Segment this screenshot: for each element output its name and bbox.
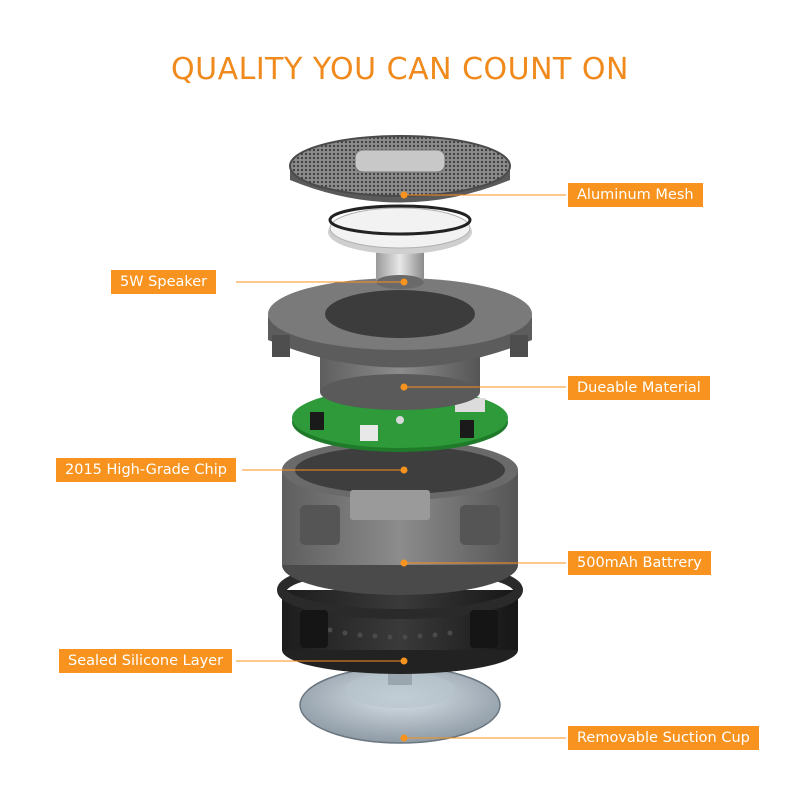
page-title: QUALITY YOU CAN COUNT ON — [171, 52, 629, 87]
callout-speaker: 5W Speaker — [111, 270, 217, 294]
callout-chip: 2015 High-Grade Chip — [56, 458, 236, 482]
speaker-driver-part — [328, 204, 472, 289]
silicone-layer-part — [277, 561, 523, 674]
callout-suction-cup: Removable Suction Cup — [568, 726, 759, 750]
callout-aluminum-mesh: Aluminum Mesh — [568, 183, 703, 207]
aluminum-mesh-part — [289, 135, 511, 203]
callout-battery: 500mAh Battrery — [568, 551, 711, 575]
battery-housing-part — [282, 440, 518, 595]
suction-cup-part — [299, 655, 501, 744]
callout-silicone: Sealed Silicone Layer — [59, 649, 233, 673]
top-housing-part — [268, 278, 532, 410]
callout-leaders — [236, 191, 566, 742]
callout-material: Dueable Material — [568, 376, 710, 400]
